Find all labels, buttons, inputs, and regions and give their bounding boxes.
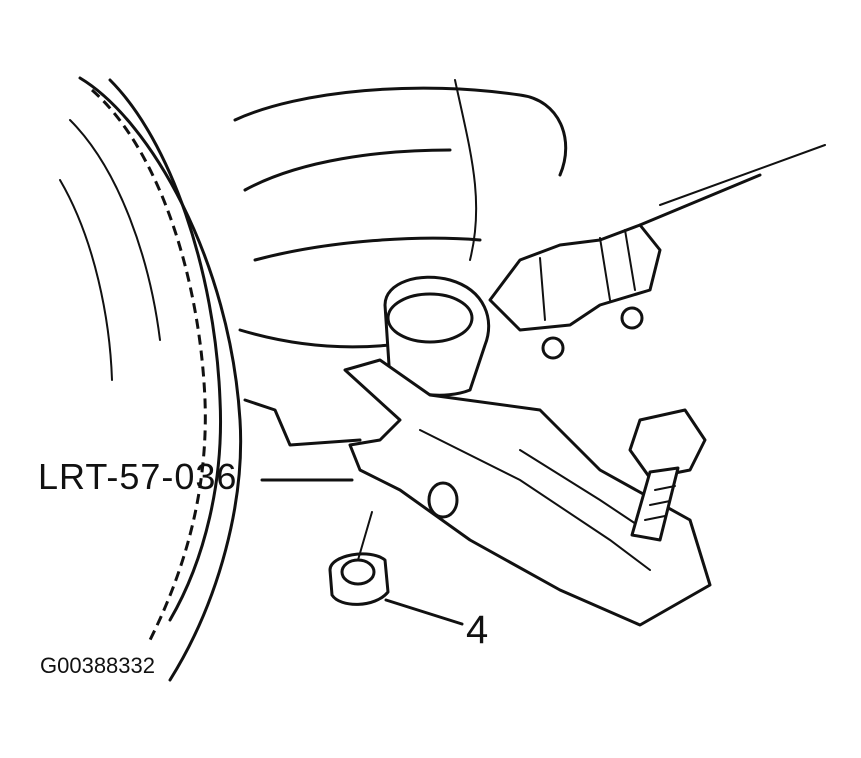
callout-4-leader-line	[384, 598, 464, 626]
ball-joint	[383, 275, 491, 397]
steering-knuckle	[233, 79, 568, 447]
wheel-tyre	[59, 76, 243, 682]
figure-id: G00388332	[40, 653, 155, 678]
callout-number-4: 4	[466, 608, 489, 652]
leader-lines	[260, 478, 464, 626]
forcing-bolt	[628, 408, 707, 542]
separator-tool	[343, 358, 712, 627]
tie-rod	[488, 144, 826, 360]
nut	[328, 511, 390, 606]
tool-number-label: LRT-57-036	[38, 456, 238, 497]
